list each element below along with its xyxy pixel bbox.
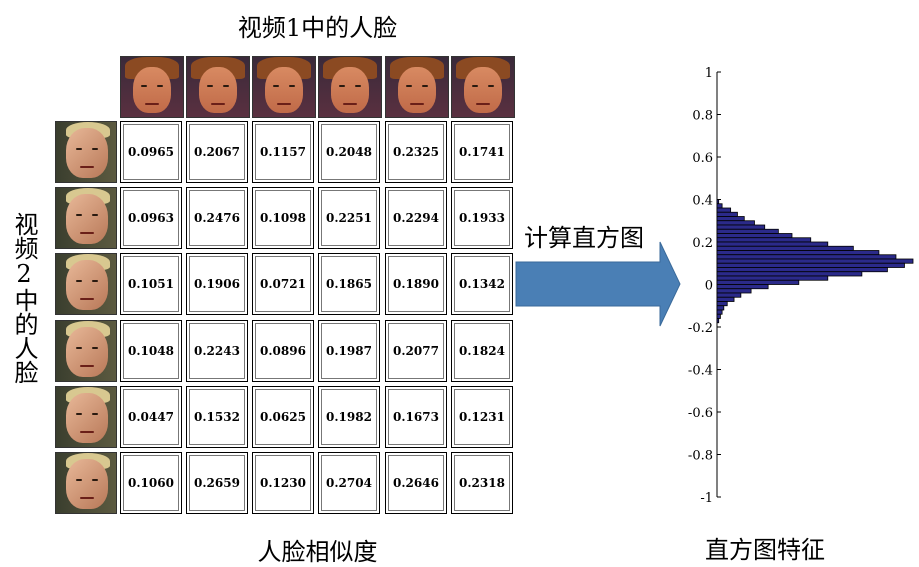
histogram-bar <box>716 313 721 319</box>
video2-face-thumbnail <box>55 253 117 315</box>
histogram-bar <box>716 245 854 251</box>
similarity-cell: 0.0896 <box>252 320 314 382</box>
similarity-cell: 0.0447 <box>120 386 182 448</box>
histogram-bar <box>716 228 779 234</box>
y-tick-label: -1 <box>700 491 713 506</box>
y-tick-label: 1 <box>705 66 713 81</box>
similarity-cell: 0.2067 <box>186 121 248 183</box>
similarity-cell: 0.2048 <box>318 121 380 183</box>
similarity-cell: 0.0721 <box>252 253 314 315</box>
histogram-chart: 1 0.8 0.6 0.4 0.2 0 -0.2 -0.4 -0.6 -0.8 -1 <box>688 66 914 506</box>
similarity-cell: 0.1933 <box>451 187 513 249</box>
similarity-cell: 0.2646 <box>385 452 447 514</box>
similarity-cell: 0.0625 <box>252 386 314 448</box>
video1-face-thumbnail <box>451 56 515 118</box>
histogram-bar <box>716 279 800 285</box>
video1-face-thumbnail <box>252 56 316 118</box>
similarity-cell: 0.1060 <box>120 452 182 514</box>
video2-face-thumbnail <box>55 452 117 514</box>
similarity-cell: 0.2294 <box>385 187 447 249</box>
video2-face-thumbnail <box>55 320 117 382</box>
video1-face-thumbnail <box>318 56 382 118</box>
histogram-bar <box>716 296 735 302</box>
similarity-cell: 0.1532 <box>186 386 248 448</box>
y-tick-label: -0.8 <box>688 449 713 464</box>
y-tick-label: 0.2 <box>692 236 713 251</box>
similarity-cell: 0.1231 <box>451 386 513 448</box>
similarity-cell: 0.2325 <box>385 121 447 183</box>
histogram-bar <box>716 211 738 217</box>
video1-face-thumbnail <box>186 56 250 118</box>
similarity-cell: 0.2251 <box>318 187 380 249</box>
similarity-cell: 0.0963 <box>120 187 182 249</box>
histogram-bar <box>716 237 812 243</box>
similarity-cell: 0.2077 <box>385 320 447 382</box>
video2-face-thumbnail <box>55 386 117 448</box>
matrix-title: 人脸相似度 <box>257 538 378 566</box>
similarity-cell: 0.1865 <box>318 253 380 315</box>
histogram-bar <box>716 284 769 290</box>
similarity-cell: 0.1157 <box>252 121 314 183</box>
histogram-bar <box>716 233 793 239</box>
y-tick-label: 0.4 <box>692 194 713 209</box>
similarity-cell: 0.2243 <box>186 320 248 382</box>
similarity-cell: 0.1673 <box>385 386 447 448</box>
histogram-bar <box>716 267 888 273</box>
similarity-cell: 0.2659 <box>186 452 248 514</box>
histogram-bar <box>716 250 880 256</box>
similarity-cell: 0.2704 <box>318 452 380 514</box>
similarity-cell: 0.2318 <box>451 452 513 514</box>
histogram-bar <box>716 220 755 226</box>
histogram-bar <box>716 292 742 298</box>
similarity-cell: 0.1982 <box>318 386 380 448</box>
arrow-shape <box>515 241 681 327</box>
histogram-bar <box>716 203 723 209</box>
similarity-cell: 0.1987 <box>318 320 380 382</box>
video1-face-thumbnail <box>120 56 184 118</box>
histogram-bar <box>716 262 905 268</box>
similarity-cell: 0.1098 <box>252 187 314 249</box>
compute-arrow <box>515 241 681 327</box>
similarity-cell: 0.2476 <box>186 187 248 249</box>
histogram-bar <box>716 301 728 307</box>
video2-face-thumbnail <box>55 187 117 249</box>
y-tick-label: 0.8 <box>692 109 713 124</box>
histogram-bar <box>716 309 723 315</box>
side-title: 视频2中的人脸 <box>10 212 38 384</box>
similarity-cell: 0.1051 <box>120 253 182 315</box>
similarity-cell: 0.0965 <box>120 121 182 183</box>
histogram-bar <box>716 216 745 222</box>
histogram-bar <box>716 275 829 281</box>
arrow-label: 计算直方图 <box>524 224 644 252</box>
similarity-cell: 0.1906 <box>186 253 248 315</box>
histogram-bar <box>716 199 720 205</box>
histogram-bar <box>716 224 766 230</box>
y-tick-label: -0.2 <box>688 321 713 336</box>
histogram-bar <box>716 318 720 324</box>
histogram-bar <box>716 288 752 294</box>
histogram-bar <box>716 305 725 311</box>
histogram-title: 直方图特征 <box>705 536 825 564</box>
similarity-cell: 0.1890 <box>385 253 447 315</box>
similarity-cell: 0.1230 <box>252 452 314 514</box>
video2-face-thumbnail <box>55 121 117 183</box>
video1-face-thumbnail <box>385 56 449 118</box>
histogram-bar <box>716 254 897 260</box>
histogram-bar <box>716 207 732 213</box>
histogram-bar <box>716 241 829 247</box>
similarity-cell: 0.1741 <box>451 121 513 183</box>
histogram-bar <box>716 258 914 264</box>
y-tick-label: -0.6 <box>688 406 713 421</box>
histogram-bar <box>716 271 863 277</box>
similarity-cell: 0.1048 <box>120 320 182 382</box>
similarity-cell: 0.1824 <box>451 320 513 382</box>
y-tick-label: 0.6 <box>692 151 713 166</box>
y-tick-label: 0 <box>705 279 713 294</box>
similarity-cell: 0.1342 <box>451 253 513 315</box>
y-tick-label: -0.4 <box>688 364 713 379</box>
top-title: 视频1中的人脸 <box>237 14 398 42</box>
